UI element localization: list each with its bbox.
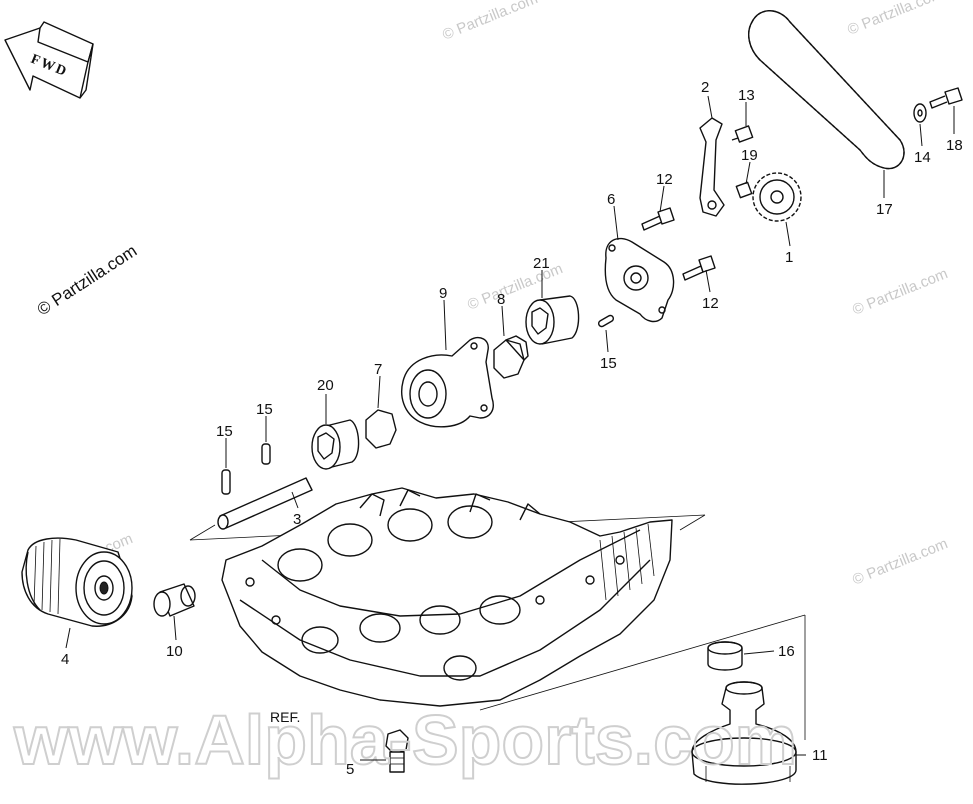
- pump-shaft-3: [217, 477, 313, 530]
- callout-12-lower: 12: [702, 295, 719, 312]
- watermark-dark: © Partzilla.com: [34, 241, 140, 319]
- inner-rotor-8: [493, 335, 529, 379]
- pump-sprocket: [752, 172, 802, 222]
- bolt-12-lower: [682, 255, 716, 281]
- callout-14: 14: [914, 149, 931, 166]
- union-bolt-10: [153, 583, 196, 617]
- callout-1: 1: [785, 249, 793, 266]
- callout-13: 13: [738, 87, 755, 104]
- pins-and-shaft: [217, 443, 313, 530]
- callout-21: 21: [533, 255, 550, 272]
- callout-5: 5: [346, 761, 354, 778]
- crankcase-lower: [221, 487, 673, 707]
- o-ring-16: [707, 641, 743, 671]
- bolt-13: [731, 125, 754, 143]
- washer-14: [913, 103, 927, 123]
- pump-cover: [604, 237, 675, 323]
- callout-8: 8: [497, 291, 505, 308]
- watermark-site: www.Alpha-Sports.com: [13, 701, 797, 779]
- pin-15-middle: [261, 443, 271, 465]
- oil-filter-4: [21, 537, 133, 627]
- outer-rotor-21: [525, 295, 580, 345]
- cam-chain: [748, 10, 905, 170]
- callout-7: 7: [374, 361, 382, 378]
- callout-19: 19: [741, 147, 758, 164]
- callout-10: 10: [166, 643, 183, 660]
- drain-plug-5: [385, 729, 409, 773]
- leader-lines: [65, 95, 955, 761]
- callouts: 1 2 3 4 5 6 7 8 9 10 11 12 12 13 14 15 1…: [61, 79, 963, 778]
- callout-11: 11: [812, 747, 828, 764]
- pin-15-cover: [597, 314, 615, 328]
- callout-9: 9: [439, 285, 447, 302]
- bolt-18: [929, 87, 963, 109]
- pin-15-left: [221, 469, 231, 495]
- watermark-right-lower: © Partzilla.com: [850, 535, 950, 589]
- bolt-19: [735, 181, 753, 199]
- bolts: [641, 87, 963, 281]
- callout-15-left: 15: [216, 423, 233, 440]
- callout-3: 3: [293, 511, 301, 528]
- callout-20: 20: [317, 377, 334, 394]
- callout-16: 16: [778, 643, 795, 660]
- callout-18: 18: [946, 137, 963, 154]
- pump-body-9: [401, 336, 494, 428]
- callout-12-upper: 12: [656, 171, 673, 188]
- watermark-right: © Partzilla.com: [850, 265, 950, 319]
- oil-strainer-11: [691, 681, 797, 785]
- inner-rotor-7: [365, 409, 397, 449]
- callout-15-middle: 15: [256, 401, 273, 418]
- callout-4: 4: [61, 651, 69, 668]
- callout-6: 6: [607, 191, 615, 208]
- outer-rotor-20: [311, 419, 360, 470]
- watermark-top-right: © Partzilla.com: [845, 0, 945, 39]
- chain-guide-bracket: [699, 117, 725, 217]
- callout-2: 2: [701, 79, 709, 96]
- callout-17: 17: [876, 201, 893, 218]
- bolt-12-upper: [641, 207, 675, 231]
- fwd-arrow: FWD: [4, 21, 94, 99]
- ref-label: REF.: [270, 709, 300, 725]
- watermark-top: © Partzilla.com: [440, 0, 540, 44]
- callout-15-right: 15: [600, 355, 617, 372]
